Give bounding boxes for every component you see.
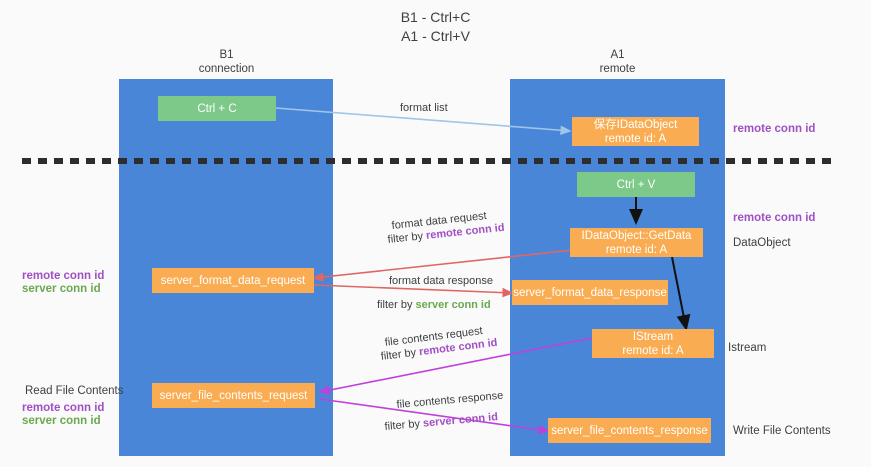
box-server-file-contents-request[interactable]: server_file_contents_request bbox=[152, 383, 315, 408]
box-server-format-data-response-label: server_format_data_response bbox=[513, 286, 667, 299]
box-server-file-contents-response-label: server_file_contents_response bbox=[551, 424, 708, 437]
box-server-format-data-response[interactable]: server_format_data_response bbox=[512, 280, 668, 305]
diagram-title-line-1: B1 - Ctrl+C bbox=[400, 9, 471, 25]
edge-label-format-data-response-filter: filter by server conn id bbox=[377, 298, 491, 312]
box-server-format-data-request-label: server_format_data_request bbox=[160, 274, 306, 287]
box-save-idataobject[interactable]: 保存IDataObject remote id: A bbox=[572, 117, 699, 146]
annotation-left-remote-conn-id-2: remote conn id bbox=[22, 402, 105, 414]
edge-label-format-list: format list bbox=[400, 102, 448, 114]
column-header-a1-name: A1 bbox=[610, 49, 625, 61]
annotation-read-file-contents: Read File Contents bbox=[25, 385, 124, 397]
box-server-format-data-request[interactable]: server_format_data_request bbox=[152, 268, 314, 293]
annotation-left-server-conn-id: server conn id bbox=[22, 283, 101, 295]
column-header-b1-name: B1 bbox=[219, 49, 234, 61]
annotation-dataobject: DataObject bbox=[733, 237, 791, 249]
box-istream-line2: remote id: A bbox=[622, 344, 684, 357]
box-istream[interactable]: IStream remote id: A bbox=[592, 329, 714, 358]
box-idataobject-getdata[interactable]: IDataObject::GetData remote id: A bbox=[570, 228, 703, 257]
box-server-file-contents-response[interactable]: server_file_contents_response bbox=[548, 418, 711, 443]
filter-prefix: filter by bbox=[377, 299, 416, 311]
column-header-a1-sub: remote bbox=[599, 63, 636, 75]
filter-value-server-conn-id: server conn id bbox=[415, 299, 491, 311]
edge-label-file-contents-response-filter: filter by server conn id bbox=[384, 410, 499, 434]
annotation-left-server-conn-id-2: server conn id bbox=[22, 415, 101, 427]
phase-divider-dashed-line bbox=[22, 158, 835, 164]
annotation-remote-conn-id-top: remote conn id bbox=[733, 123, 816, 135]
box-ctrl-v[interactable]: Ctrl + V bbox=[577, 172, 695, 197]
box-server-file-contents-request-label: server_file_contents_request bbox=[159, 389, 308, 402]
column-header-b1: B1 connection bbox=[119, 48, 334, 76]
annotation-left-remote-conn-id: remote conn id bbox=[22, 270, 105, 282]
box-idataobject-getdata-line2: remote id: A bbox=[605, 243, 668, 256]
box-ctrl-c[interactable]: Ctrl + C bbox=[158, 96, 276, 121]
edge-label-format-data-response: format data response bbox=[389, 275, 493, 287]
box-ctrl-v-label: Ctrl + V bbox=[616, 178, 656, 191]
annotation-write-file-contents: Write File Contents bbox=[733, 425, 831, 437]
filter-prefix: filter by bbox=[380, 346, 420, 363]
filter-prefix: filter by bbox=[387, 229, 427, 246]
diagram-title-line-2: A1 - Ctrl+V bbox=[401, 28, 470, 44]
box-istream-line1: IStream bbox=[632, 330, 674, 343]
box-ctrl-c-label: Ctrl + C bbox=[197, 102, 237, 115]
column-header-a1: A1 remote bbox=[510, 48, 725, 76]
edge-label-file-contents-response: file contents response bbox=[396, 389, 504, 411]
filter-value-server-conn-id: server conn id bbox=[422, 411, 499, 430]
filter-prefix: filter by bbox=[384, 417, 424, 433]
column-header-b1-sub: connection bbox=[198, 63, 255, 75]
box-save-idataobject-line2: remote id: A bbox=[604, 132, 667, 145]
annotation-istream: Istream bbox=[728, 342, 767, 354]
annotation-remote-conn-id-mid: remote conn id bbox=[733, 212, 816, 224]
box-idataobject-getdata-line1: IDataObject::GetData bbox=[581, 229, 692, 242]
box-save-idataobject-line1: 保存IDataObject bbox=[593, 118, 678, 131]
